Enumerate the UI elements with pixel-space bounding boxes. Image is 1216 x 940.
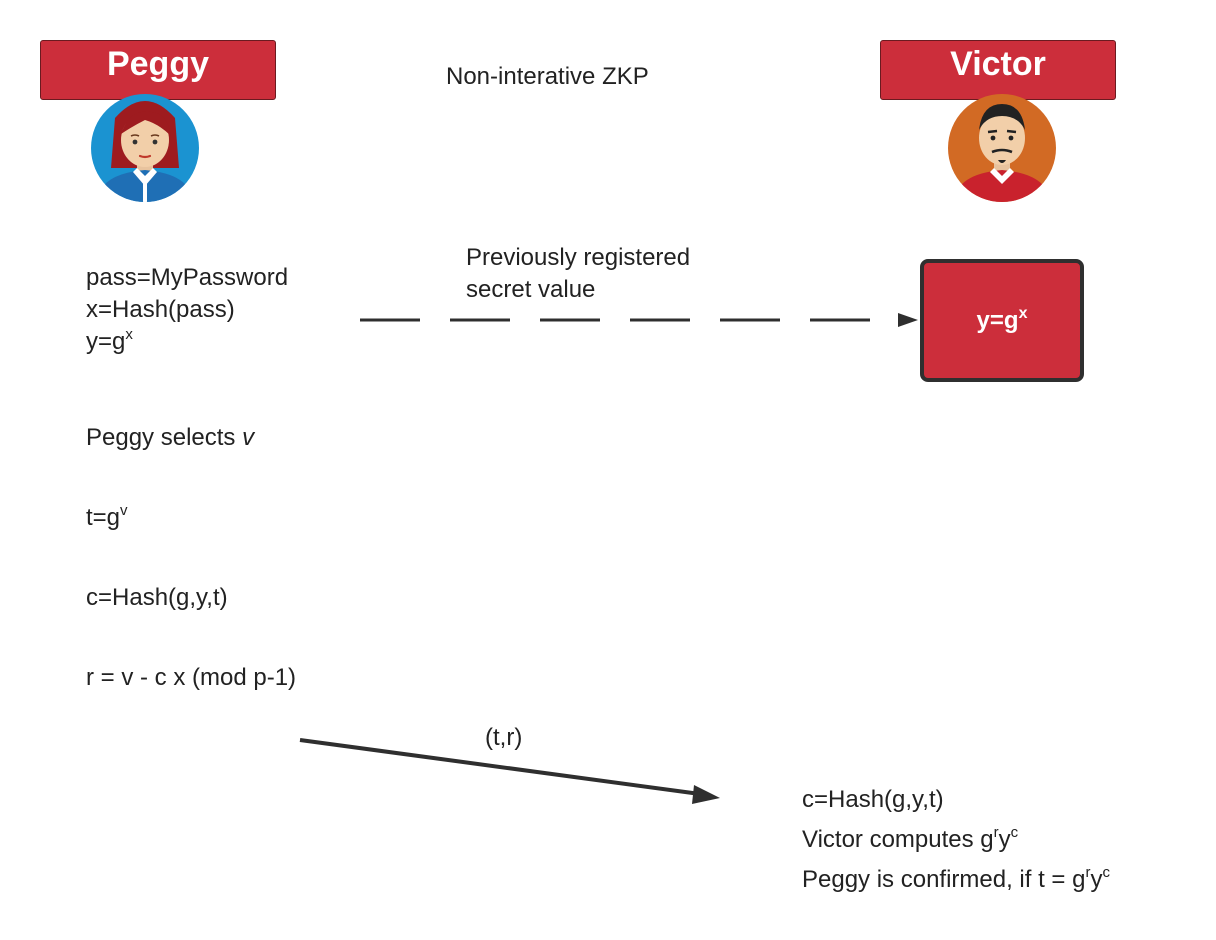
registered-secret-label: Previously registered secret value	[466, 242, 690, 306]
message-arrow	[299, 738, 720, 804]
registration-arrow	[360, 313, 918, 327]
registration-arrow-head	[898, 313, 918, 327]
verify-line-1: c=Hash(g,y,t)	[802, 786, 944, 813]
verify-line-2: Victor computes gryc	[802, 824, 1019, 853]
registered-label-line-1: Previously registered	[466, 244, 691, 271]
secret-value: y=gx	[976, 304, 1028, 334]
woman-avatar-icon	[91, 94, 199, 202]
message-label: (t,r)	[485, 724, 523, 751]
step-t: t=gv	[86, 502, 128, 531]
verify-line-3: Peggy is confirmed, if t = gryc	[802, 864, 1110, 893]
man-avatar-icon	[948, 94, 1056, 202]
peggy-name-banner: Peggy	[40, 40, 276, 100]
registration-line-3: y=gx	[86, 326, 133, 355]
registered-label-line-2: secret value	[466, 276, 596, 303]
message-arrow-head	[692, 785, 720, 804]
step-c: c=Hash(g,y,t)	[86, 584, 228, 611]
victor-name: Victor	[950, 45, 1046, 83]
registration-line-2: x=Hash(pass)	[86, 296, 235, 323]
secret-value-box: y=gx	[920, 259, 1084, 382]
message-arrow-line	[299, 738, 701, 796]
verification-block: c=Hash(g,y,t) Victor computes gryc Peggy…	[802, 780, 1110, 900]
step-r: r = v - c x (mod p-1)	[86, 664, 297, 691]
registration-block: pass=MyPassword x=Hash(pass) y=gx	[86, 262, 288, 358]
registration-line-1: pass=MyPassword	[86, 264, 289, 291]
diagram-title: Non-interative ZKP	[446, 63, 649, 90]
step-select-v: Peggy selects v	[86, 424, 255, 451]
victor-name-banner: Victor	[880, 40, 1116, 100]
peggy-name: Peggy	[106, 45, 210, 83]
